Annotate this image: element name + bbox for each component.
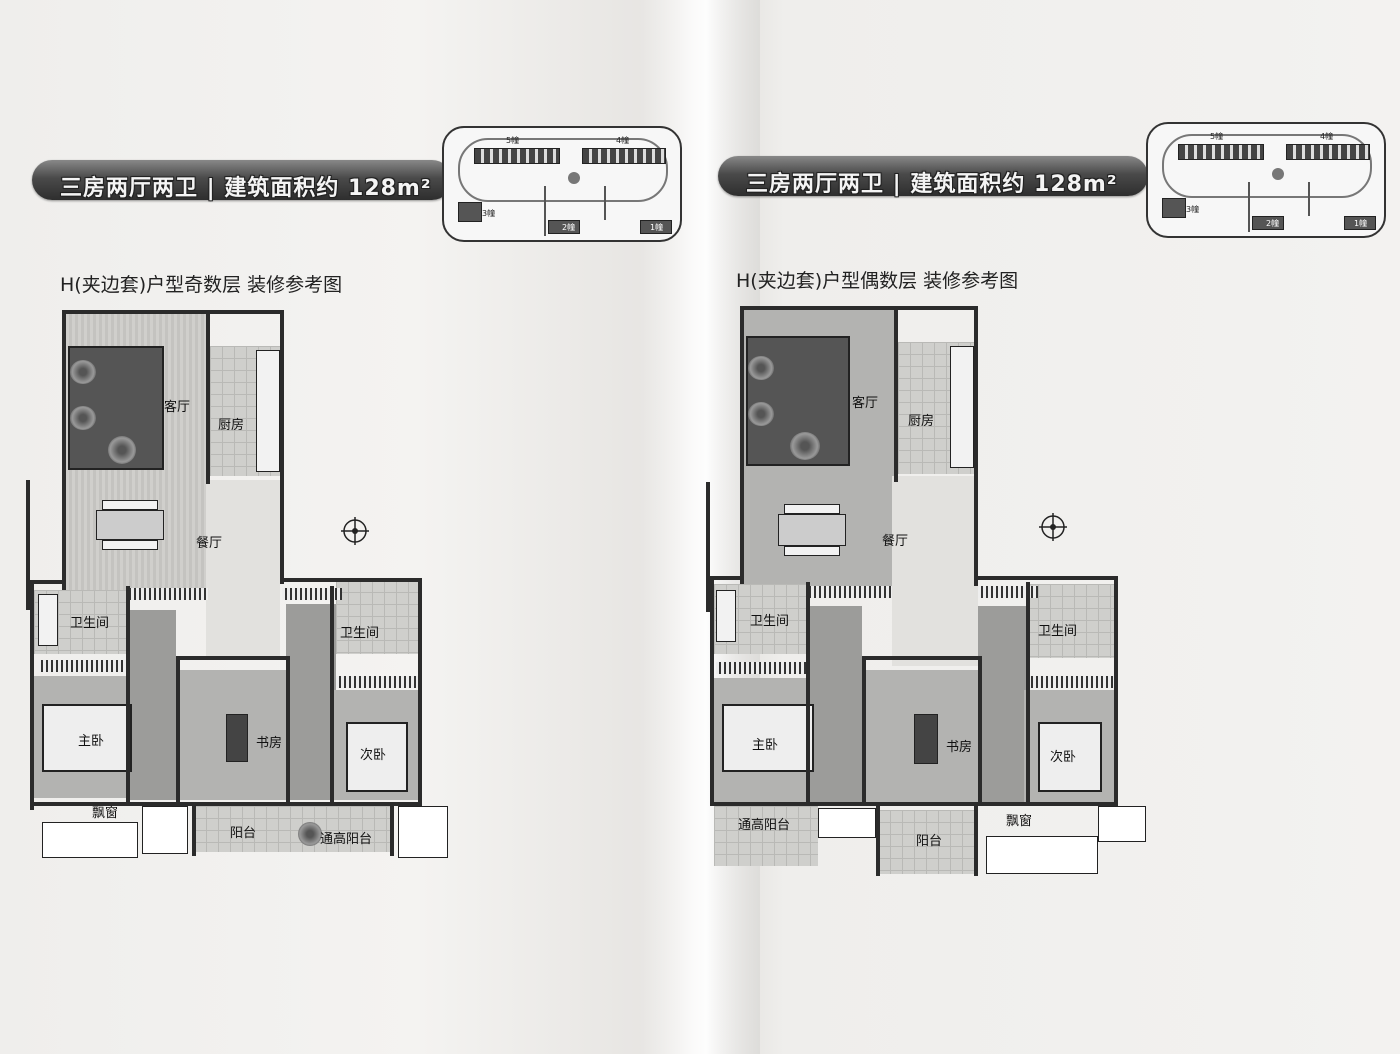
room-label-second: 次卧 — [1050, 750, 1077, 765]
room-label-bay: 飘窗 — [92, 806, 119, 821]
site-plan-right: 5幢 4幢 3幢 2幢 1幢 — [1146, 122, 1386, 238]
room-label-living: 客厅 — [852, 396, 879, 411]
room-label-dining: 餐厅 — [882, 534, 909, 549]
plan-caption-left: H(夹边套)户型奇数层 装修参考图 — [60, 274, 343, 296]
room-label-master: 主卧 — [78, 734, 105, 749]
site-label: 1幢 — [650, 223, 664, 232]
room-label-master: 主卧 — [752, 738, 779, 753]
site-label: 1幢 — [1354, 219, 1368, 228]
banner-title: 三房两厅两卫 | 建筑面积约 128m² — [60, 176, 432, 201]
title-banner-left: 三房两厅两卫 | 建筑面积约 128m² — [32, 160, 452, 201]
site-label: 3幢 — [482, 209, 496, 218]
room-label-bath-left: 卫生间 — [750, 614, 790, 629]
room-label-living: 客厅 — [164, 400, 191, 415]
floor-plan-even: 客厅 厨房 餐厅 卫生间 卫生间 主卧 书房 次卧 通高阳台 阳台 飘窗 — [706, 306, 1146, 886]
title-banner-right: 三房两厅两卫 | 建筑面积约 128m² — [718, 156, 1148, 197]
room-label-balcony: 阳台 — [230, 826, 257, 841]
room-label-study: 书房 — [256, 736, 283, 751]
site-label: 4幢 — [616, 136, 630, 145]
room-label-high-balcony: 通高阳台 — [320, 832, 373, 847]
room-label-balcony: 阳台 — [916, 834, 943, 849]
room-label-kitchen: 厨房 — [908, 414, 935, 429]
compass-icon — [1039, 513, 1067, 541]
room-label-bath-right: 卫生间 — [340, 626, 380, 641]
room-label-second: 次卧 — [360, 748, 387, 763]
site-label: 4幢 — [1320, 132, 1334, 141]
room-label-study: 书房 — [946, 740, 973, 755]
compass-icon — [341, 517, 369, 545]
room-label-high-balcony: 通高阳台 — [738, 818, 791, 833]
floor-plan-odd: 客厅 厨房 餐厅 卫生间 卫生间 主卧 书房 次卧 飘窗 阳台 通高阳台 — [26, 310, 460, 870]
site-plan-left: 5幢 4幢 3幢 2幢 1幢 — [442, 126, 682, 242]
plan-caption-right: H(夹边套)户型偶数层 装修参考图 — [736, 270, 1019, 292]
room-label-dining: 餐厅 — [196, 536, 223, 551]
room-label-bath-left: 卫生间 — [70, 616, 110, 631]
site-label: 2幢 — [562, 223, 576, 232]
banner-title: 三房两厅两卫 | 建筑面积约 128m² — [746, 172, 1118, 197]
site-label: 2幢 — [1266, 219, 1280, 228]
site-label: 5幢 — [506, 136, 520, 145]
room-label-bay: 飘窗 — [1006, 814, 1033, 829]
room-label-bath-right: 卫生间 — [1038, 624, 1078, 639]
room-label-kitchen: 厨房 — [218, 418, 245, 433]
site-label: 3幢 — [1186, 205, 1200, 214]
site-label: 5幢 — [1210, 132, 1224, 141]
